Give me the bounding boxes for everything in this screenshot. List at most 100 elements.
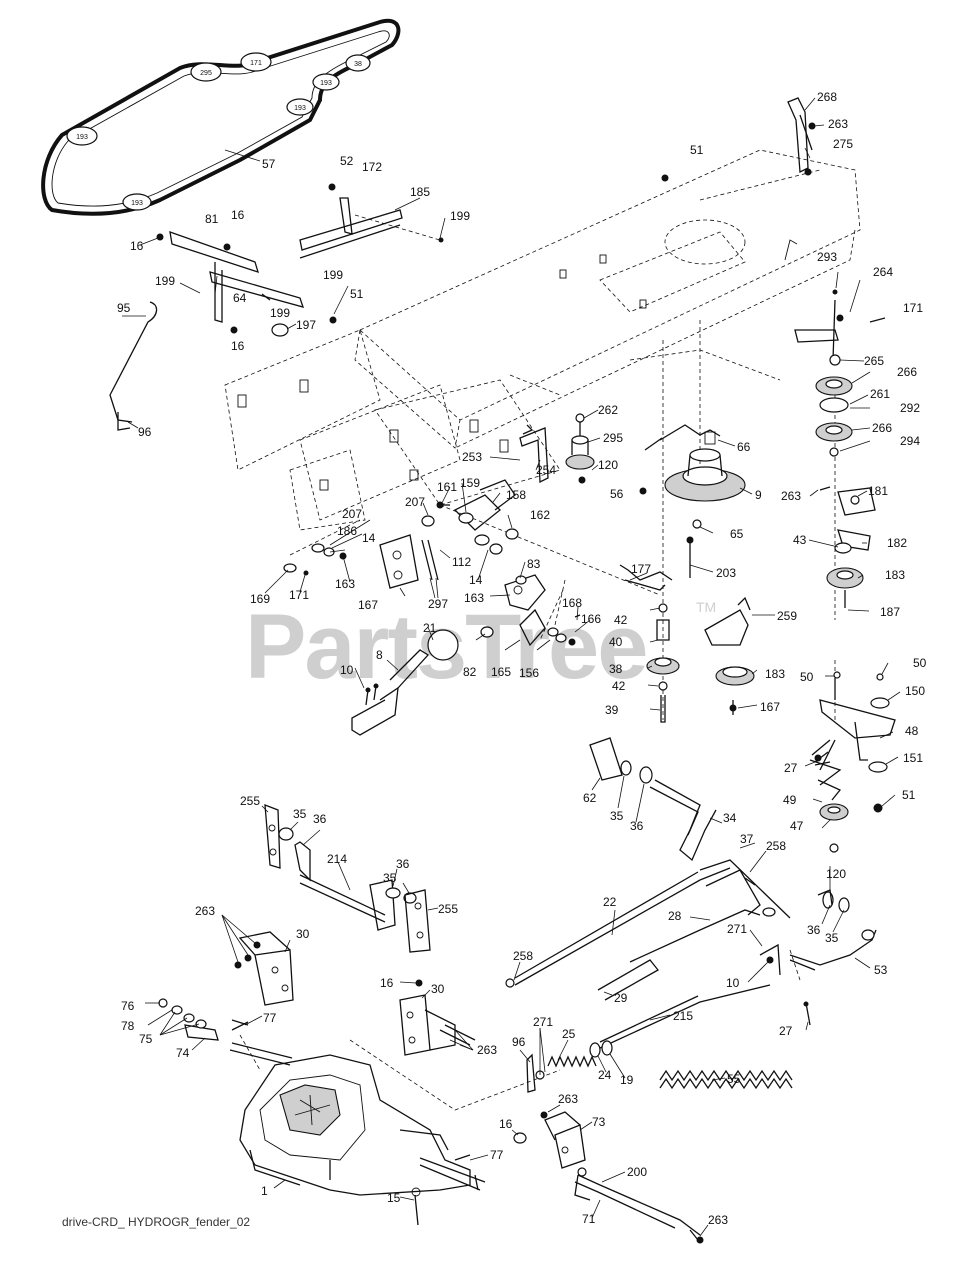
pulley-label: 38 <box>354 61 362 68</box>
callout-150: 150 <box>905 684 925 698</box>
callout-14: 14 <box>469 573 483 587</box>
callout-167: 167 <box>358 598 378 612</box>
callout-254: 254 <box>536 463 556 477</box>
callout-49: 49 <box>783 793 797 807</box>
callout-253: 253 <box>462 450 482 464</box>
callout-62: 62 <box>583 791 597 805</box>
chassis-frame <box>224 149 861 531</box>
callout-50: 50 <box>913 656 927 670</box>
callout-255: 255 <box>438 902 458 916</box>
callout-262: 262 <box>598 403 618 417</box>
callout-295: 295 <box>603 431 623 445</box>
callout-56: 56 <box>610 487 624 501</box>
callout-64: 64 <box>233 291 247 305</box>
callout-16: 16 <box>380 976 394 990</box>
callout-30: 30 <box>296 927 310 941</box>
callout-199: 199 <box>270 306 290 320</box>
callout-77: 77 <box>263 1011 277 1025</box>
belt-pulleys: 193 295 171 38 193 193 193 <box>66 52 371 211</box>
callout-labels: 57 52 172 185 199 16 81 16 199 199 51 64… <box>117 90 927 1227</box>
callout-255: 255 <box>240 794 260 808</box>
callout-271: 271 <box>727 922 747 936</box>
callout-258: 258 <box>513 949 533 963</box>
callout-29: 29 <box>614 991 628 1005</box>
callout-8: 8 <box>376 648 383 662</box>
callout-293: 293 <box>817 250 837 264</box>
callout-30: 30 <box>431 982 445 996</box>
callout-51: 51 <box>690 143 704 157</box>
callout-42: 42 <box>612 679 626 693</box>
callout-207: 207 <box>342 507 362 521</box>
drive-belt <box>41 18 401 216</box>
callout-265: 265 <box>864 354 884 368</box>
callout-171: 171 <box>289 588 309 602</box>
center-shaft-stack <box>619 519 702 723</box>
leader-lines <box>122 97 901 1237</box>
callout-258: 258 <box>766 839 786 853</box>
callout-77: 77 <box>490 1148 504 1162</box>
callout-10: 10 <box>340 663 354 677</box>
callout-35: 35 <box>610 809 624 823</box>
callout-162: 162 <box>530 508 550 522</box>
linkage-upper-right <box>661 97 886 457</box>
callout-166: 166 <box>581 612 601 626</box>
callout-28: 28 <box>668 909 682 923</box>
callout-16: 16 <box>499 1117 513 1131</box>
callout-51: 51 <box>350 287 364 301</box>
callout-263: 263 <box>477 1043 497 1057</box>
callout-169: 169 <box>250 592 270 606</box>
right-idler-group <box>704 486 896 853</box>
callout-163: 163 <box>335 577 355 591</box>
callout-183: 183 <box>885 568 905 582</box>
callout-73: 73 <box>592 1115 606 1129</box>
callout-96: 96 <box>512 1035 526 1049</box>
callout-35: 35 <box>825 931 839 945</box>
callout-200: 200 <box>627 1165 647 1179</box>
callout-261: 261 <box>870 387 890 401</box>
callout-78: 78 <box>121 1019 135 1033</box>
callout-263: 263 <box>195 904 215 918</box>
callout-15: 15 <box>387 1191 401 1205</box>
callout-112: 112 <box>452 555 471 569</box>
diagram-code-label: drive-CRD_ HYDROGR_fender_02 <box>62 1215 250 1229</box>
callout-42: 42 <box>614 613 628 627</box>
callout-52: 52 <box>340 154 354 168</box>
callout-207: 207 <box>405 495 425 509</box>
callout-36: 36 <box>630 819 644 833</box>
callout-161: 161 <box>437 480 457 494</box>
lower-left-linkage <box>264 804 431 953</box>
callout-66: 66 <box>737 440 751 454</box>
brackets <box>234 931 476 1056</box>
hydrostatic-transaxle <box>229 1042 486 1226</box>
pulley-label: 193 <box>131 200 143 207</box>
callout-16: 16 <box>231 339 245 353</box>
callout-36: 36 <box>396 857 410 871</box>
callout-168: 168 <box>562 596 582 610</box>
callout-43: 43 <box>793 533 807 547</box>
callout-50: 50 <box>800 670 814 684</box>
pulley-idler: 171 <box>240 52 272 72</box>
callout-263: 263 <box>708 1213 728 1227</box>
callout-271: 271 <box>533 1015 553 1029</box>
callout-71: 71 <box>582 1212 596 1226</box>
callout-183: 183 <box>765 667 785 681</box>
callout-151: 151 <box>903 751 923 765</box>
callout-199: 199 <box>450 209 470 223</box>
callout-171: 171 <box>903 301 923 315</box>
callout-22: 22 <box>603 895 617 909</box>
callout-21: 21 <box>423 621 437 635</box>
callout-264: 264 <box>873 265 893 279</box>
callout-197: 197 <box>296 318 316 332</box>
pulley-idler: 193 <box>312 73 340 91</box>
callout-165: 165 <box>491 665 511 679</box>
callout-39: 39 <box>605 703 619 717</box>
callout-25: 25 <box>562 1027 576 1041</box>
callout-82: 82 <box>463 665 477 679</box>
callout-53: 53 <box>874 963 888 977</box>
callout-75: 75 <box>139 1032 153 1046</box>
callout-266: 266 <box>897 365 917 379</box>
callout-181: 181 <box>868 484 888 498</box>
callout-199: 199 <box>323 268 343 282</box>
callout-259: 259 <box>777 609 797 623</box>
callout-182: 182 <box>887 536 907 550</box>
